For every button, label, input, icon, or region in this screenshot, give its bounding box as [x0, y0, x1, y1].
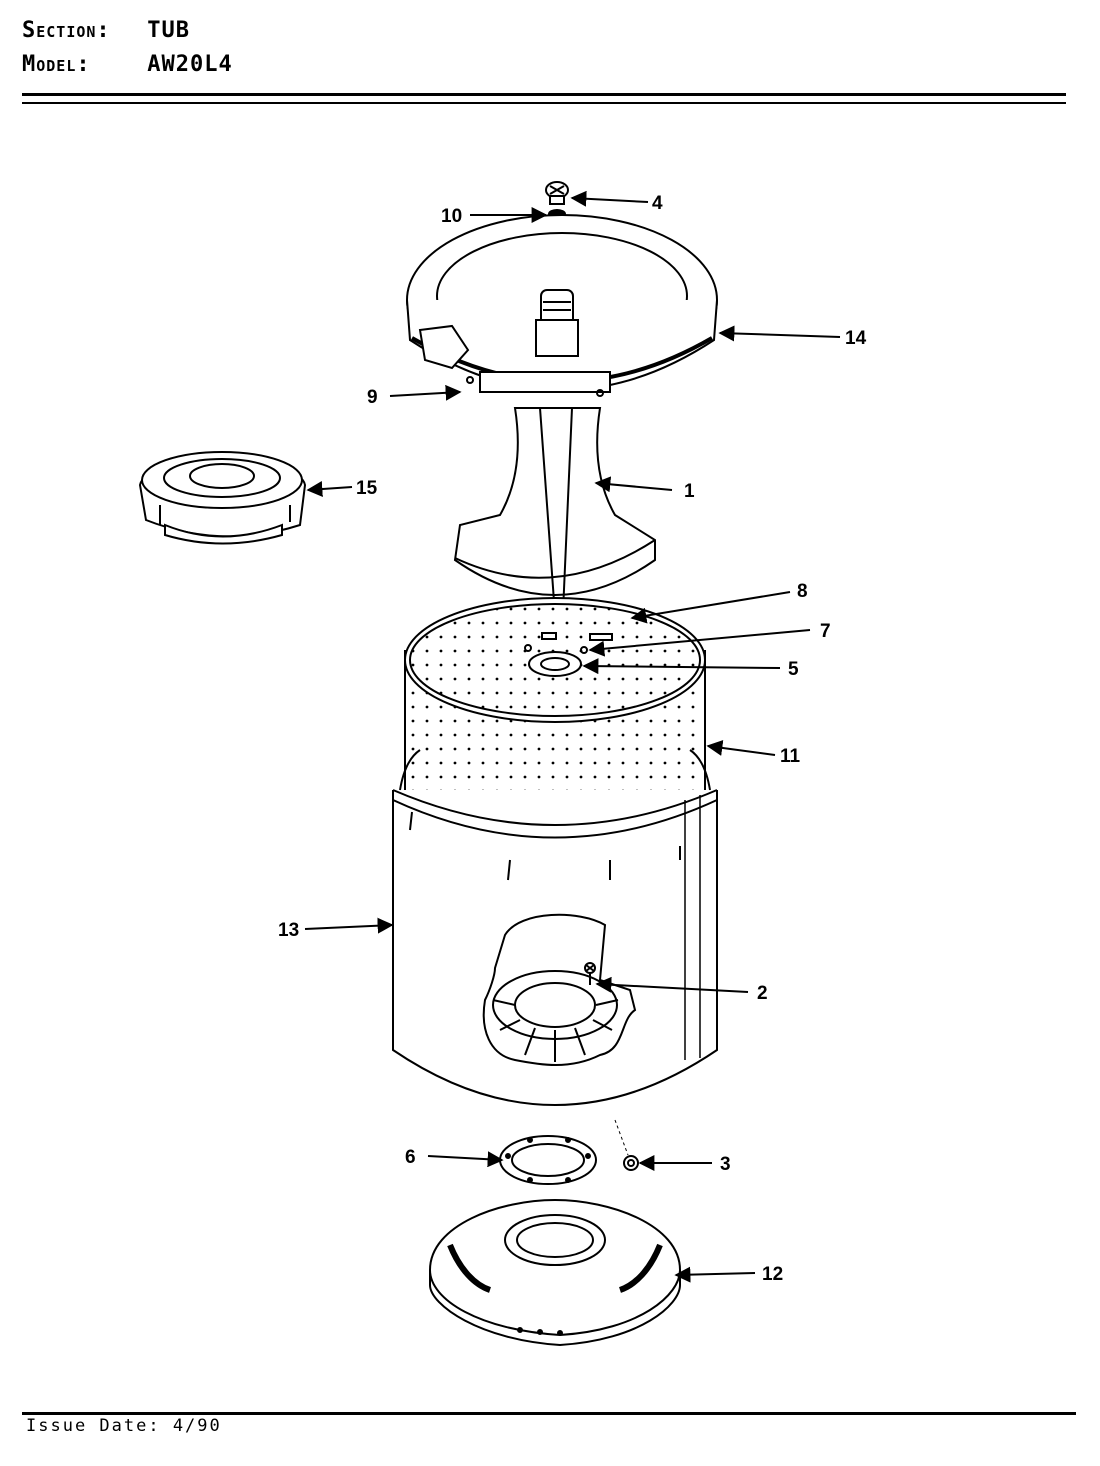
- part-gasket: [499, 1135, 597, 1185]
- callout-10: 10: [441, 206, 462, 227]
- footer-rule: [22, 1412, 1076, 1415]
- part-mounting-plate: [428, 1198, 682, 1347]
- leader-15: [306, 481, 353, 498]
- callout-11: 11: [780, 746, 801, 767]
- callout-12: 12: [762, 1264, 783, 1285]
- leader-12: [674, 1266, 756, 1283]
- callout-9: 9: [367, 387, 378, 408]
- part-cap: [545, 181, 569, 205]
- model-row: Model: AW20L4: [22, 48, 233, 82]
- leader-6: [427, 1151, 504, 1168]
- section-label: Section:: [22, 18, 111, 43]
- leader-1: [594, 476, 673, 493]
- callout-8: 8: [797, 581, 808, 602]
- header-rule-bottom: [22, 102, 1066, 104]
- callout-13: 13: [278, 920, 299, 941]
- leader-9: [389, 384, 462, 401]
- part-dispenser: [138, 451, 307, 545]
- page-header: Section: TUB Model: AW20L4: [22, 14, 233, 82]
- part-impeller: [482, 913, 637, 1066]
- leader-5: [582, 658, 781, 675]
- callout-6: 6: [405, 1147, 416, 1168]
- callout-7: 7: [820, 621, 831, 642]
- part-agitator: [453, 289, 656, 616]
- header-rule-top: [22, 93, 1066, 96]
- leader-13: [304, 917, 394, 934]
- callout-5: 5: [788, 659, 799, 680]
- part-drain-nut: [614, 1119, 639, 1171]
- section-row: Section: TUB: [22, 14, 233, 48]
- leader-2: [595, 976, 749, 993]
- callout-14: 14: [845, 328, 867, 349]
- leader-7: [588, 629, 811, 657]
- callout-2: 2: [757, 983, 768, 1004]
- callout-4: 4: [652, 193, 663, 214]
- leader-14: [718, 325, 841, 342]
- model-label: Model:: [22, 52, 91, 77]
- callout-3: 3: [720, 1154, 731, 1175]
- issue-date: Issue Date: 4/90: [26, 1416, 222, 1436]
- model-value: AW20L4: [147, 52, 233, 77]
- leader-8: [630, 591, 791, 624]
- callout-15: 15: [356, 478, 378, 499]
- leader-11: [706, 739, 776, 756]
- section-value: TUB: [147, 18, 190, 43]
- callout-1: 1: [684, 481, 695, 502]
- leader-4: [570, 190, 649, 207]
